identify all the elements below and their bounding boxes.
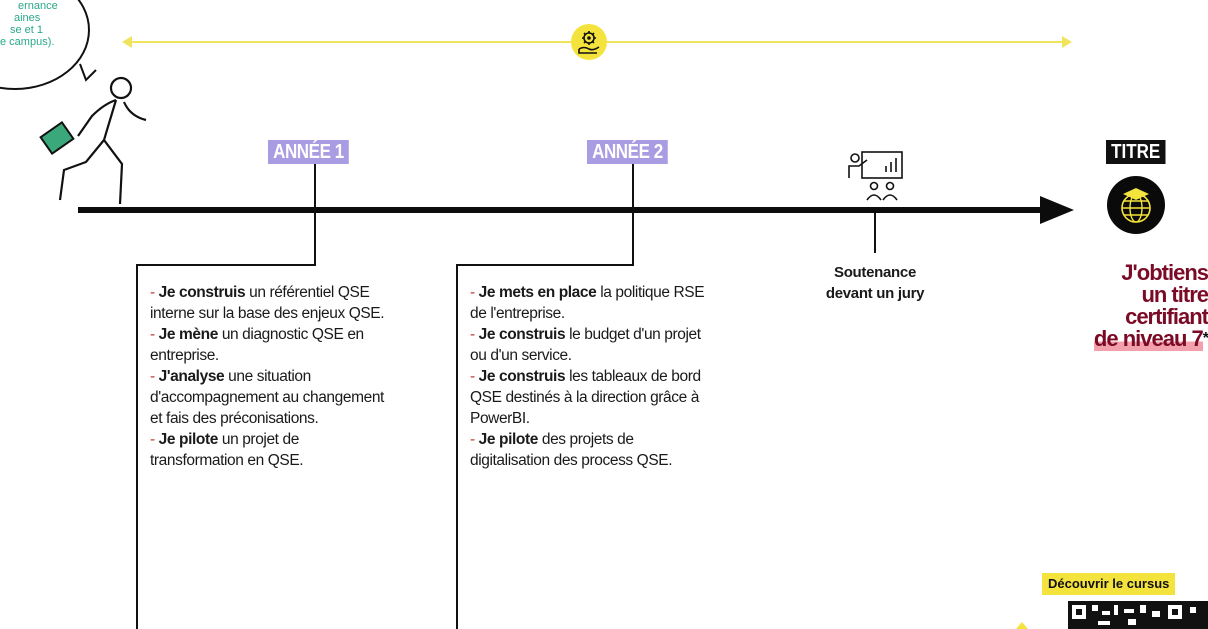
soutenance-label: Soutenance devant un jury	[825, 264, 925, 302]
soutenance-connector	[874, 213, 876, 253]
list-item: - Je mets en place la politique RSE de l…	[470, 284, 705, 322]
year-2-list: - Je mets en place la politique RSE de l…	[470, 282, 715, 471]
list-item: - Je pilote des projets de digitalisatio…	[470, 431, 673, 469]
graduation-globe-icon	[1107, 176, 1165, 234]
list-item: - J'analyse une situation d'accompagneme…	[150, 368, 384, 427]
range-arrow-left	[122, 36, 132, 48]
list-item: - Je pilote un projet de transformation …	[150, 431, 304, 469]
walking-person-briefcase-icon	[38, 72, 158, 207]
gear-hand-icon	[571, 24, 607, 60]
year-1-label: ANNÉE 1	[268, 140, 349, 164]
titre-label: TITRE	[1106, 140, 1166, 164]
year-2-label: ANNÉE 2	[587, 140, 668, 164]
discover-cursus-button[interactable]: Découvrir le cursus	[1042, 573, 1176, 595]
list-item: - Je construis le budget d'un projet ou …	[470, 326, 701, 364]
timeline-arrowhead	[1040, 196, 1074, 224]
list-item: - Je construis les tableaux de bord QSE …	[470, 368, 701, 427]
timeline-axis	[78, 207, 1053, 213]
list-item: - Je mène un diagnostic QSE en entrepris…	[150, 326, 364, 364]
yellow-triangle-decoration	[1016, 622, 1028, 629]
qr-code[interactable]	[1068, 601, 1208, 629]
year-2-connector	[632, 164, 634, 266]
year-1-bracket-side	[136, 264, 138, 629]
year-1-list: - Je construis un référentiel QSE intern…	[150, 282, 395, 471]
list-item: - Je construis un référentiel QSE intern…	[150, 284, 385, 322]
bubble-text: ernance aines se et 1 e campus).	[0, 0, 58, 48]
presentation-audience-icon	[846, 146, 906, 202]
titre-description: J'obtiens un titre certifiant de niveau …	[1093, 260, 1208, 351]
bubble-tail	[79, 63, 97, 82]
year-1-bracket-top	[136, 264, 316, 266]
year-2-bracket-top	[456, 264, 634, 266]
year-1-connector	[314, 164, 316, 266]
year-2-bracket-side	[456, 264, 458, 629]
range-arrow-right	[1062, 36, 1072, 48]
